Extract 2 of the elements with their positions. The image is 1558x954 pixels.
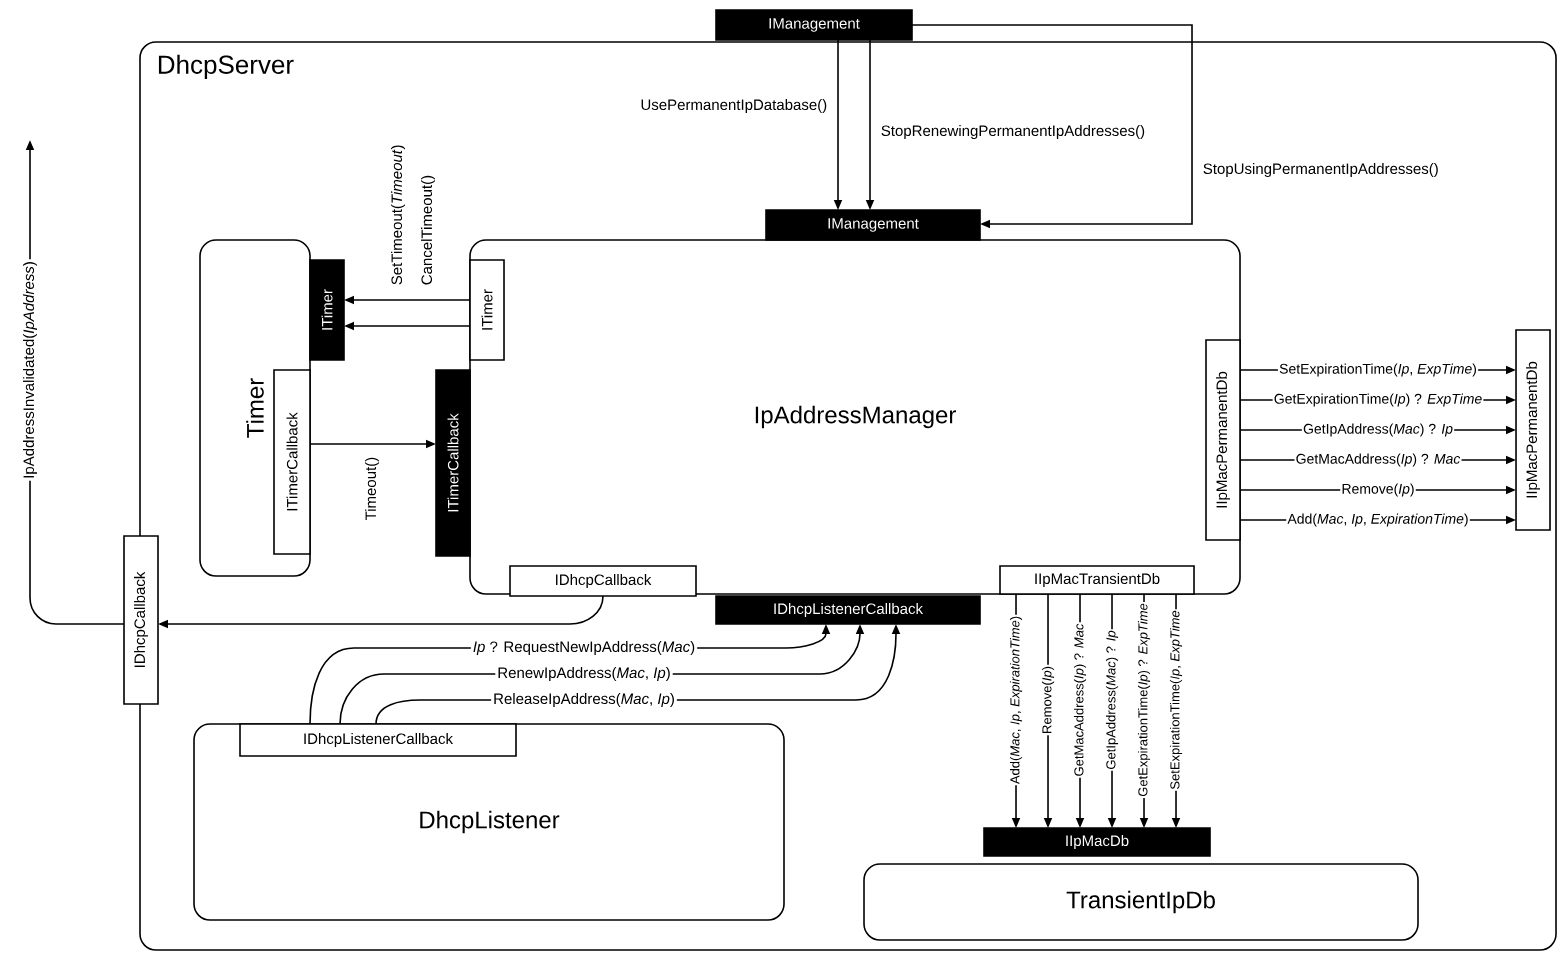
component-box: TransientIpDb [863, 863, 1419, 941]
arrow [911, 24, 1193, 229]
